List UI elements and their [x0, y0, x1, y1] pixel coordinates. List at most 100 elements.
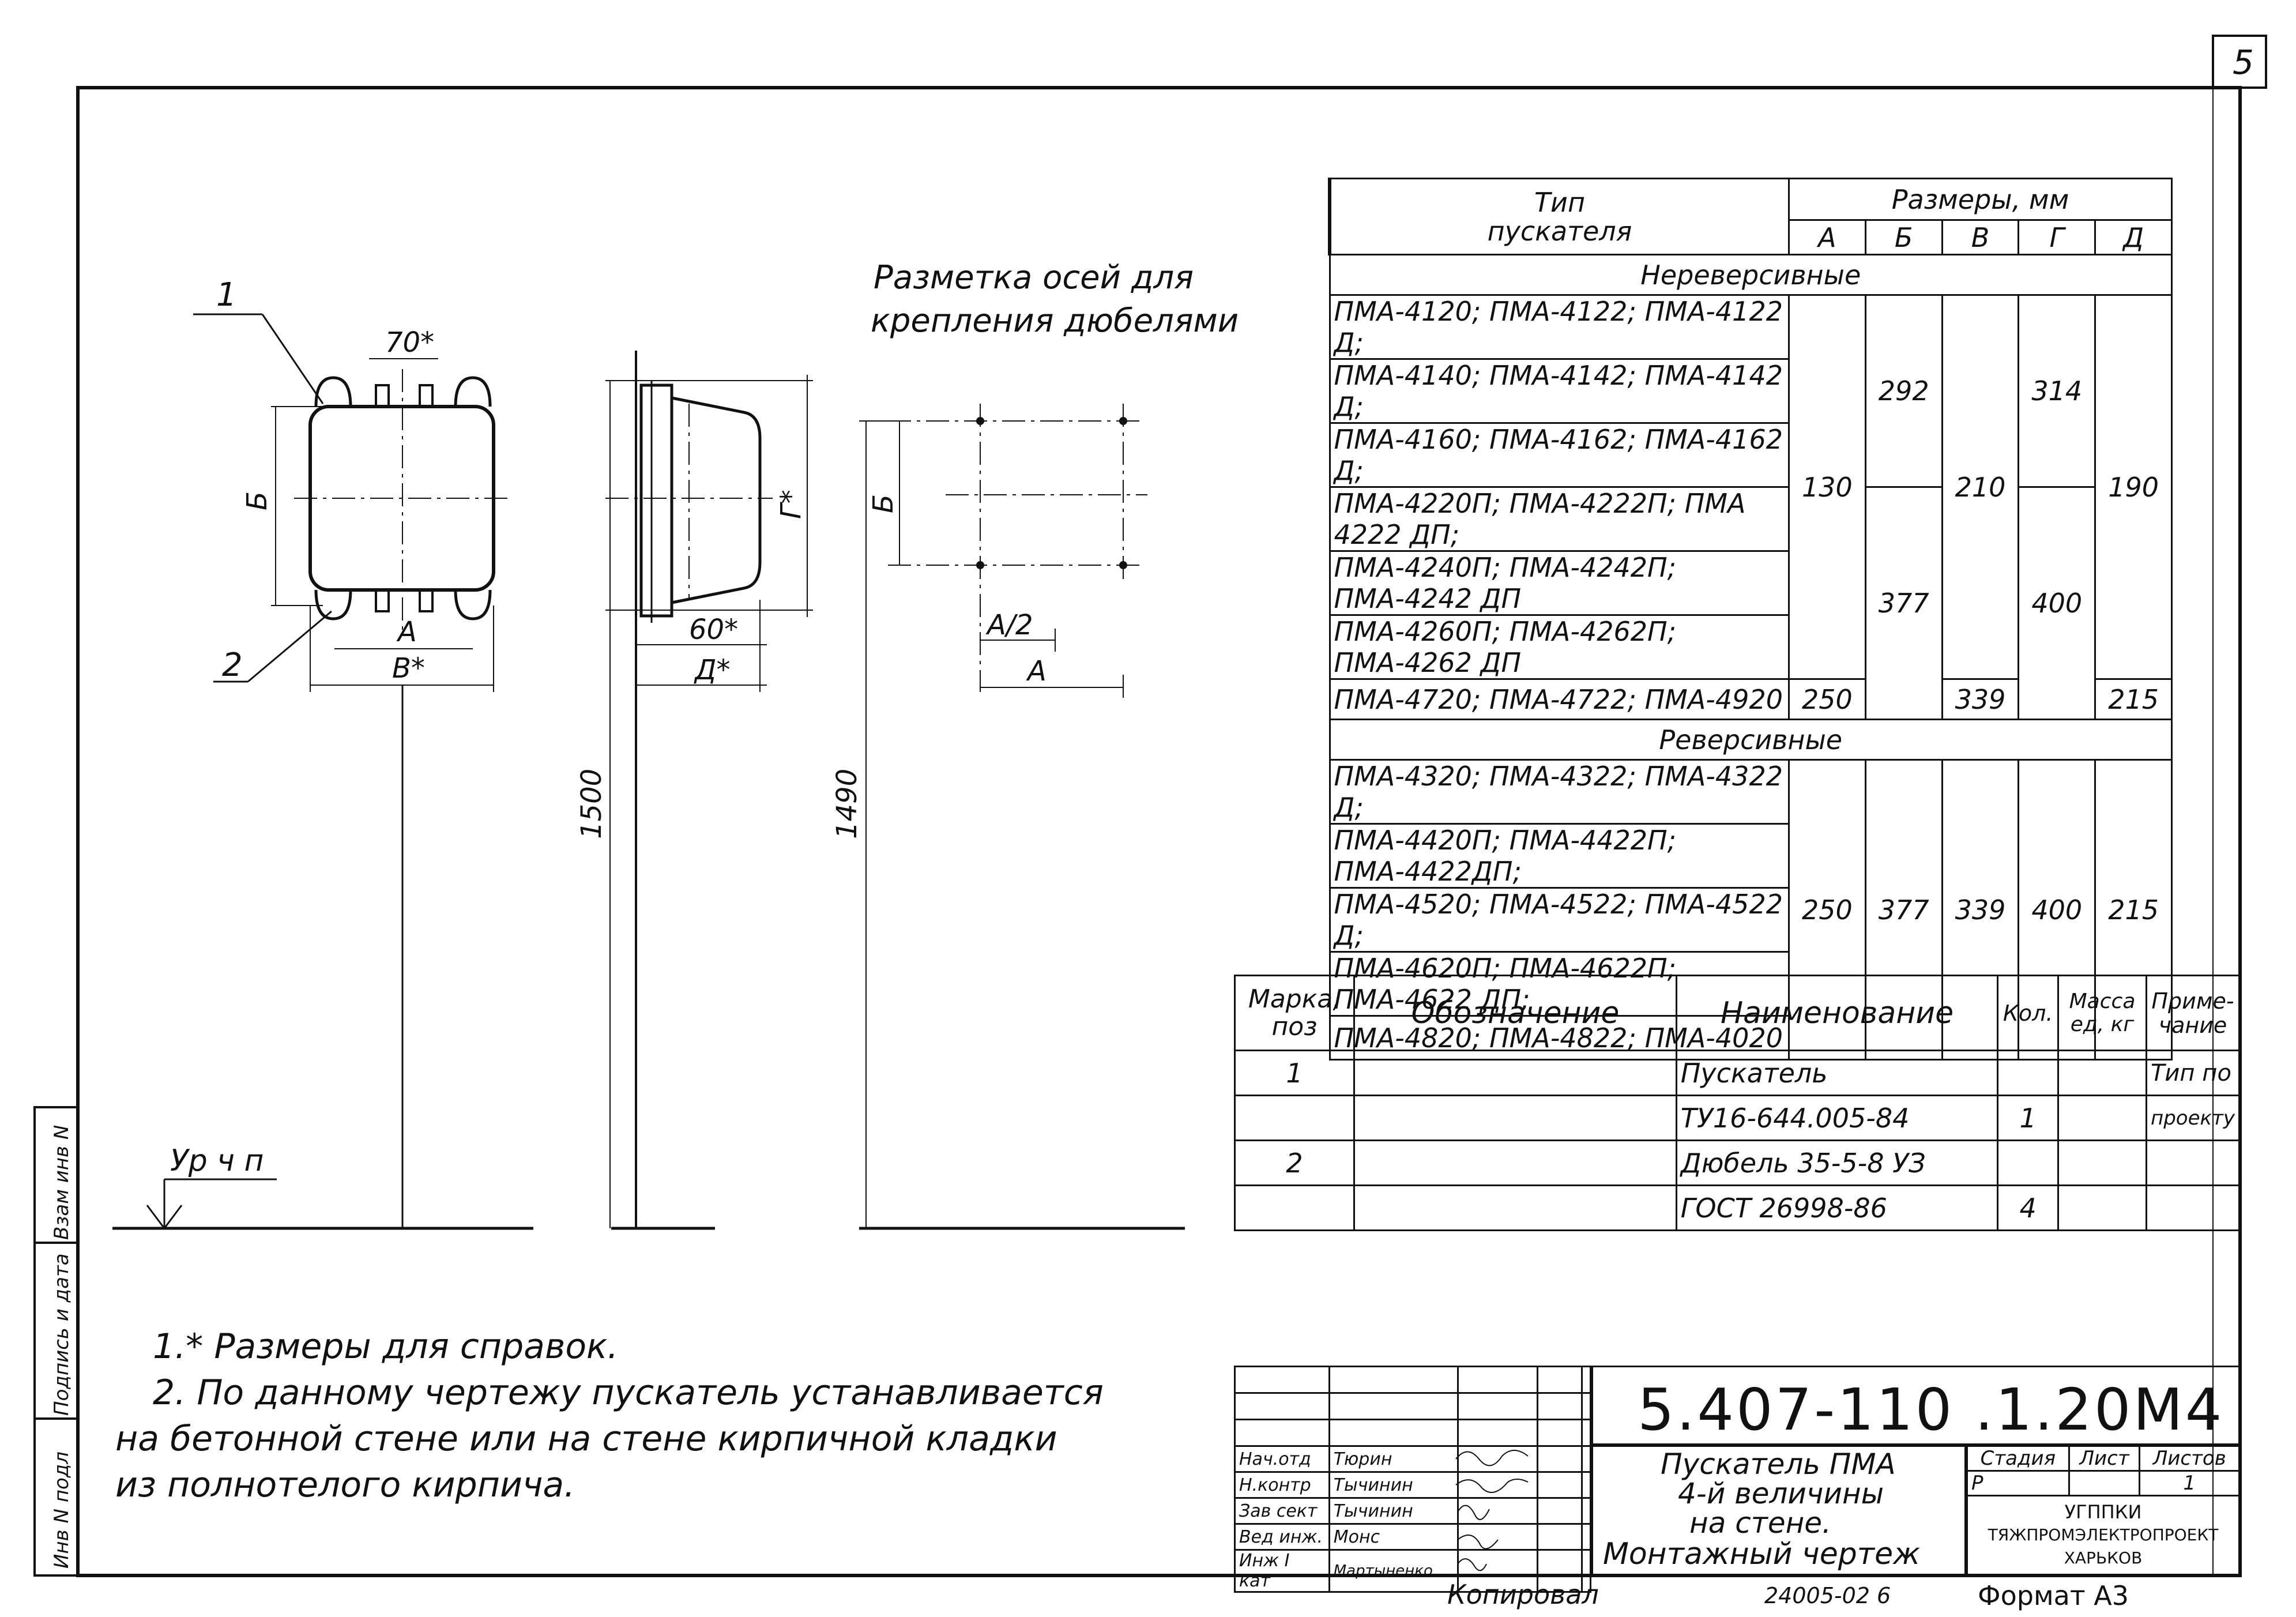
title-line-4: Монтажный чертеж: [1603, 1537, 1920, 1571]
person-name: Мартыненко: [1328, 1549, 1459, 1593]
value-250: 250: [1788, 678, 1866, 720]
value-190: 190: [2094, 294, 2173, 680]
spec-name: Пускатель: [1675, 1050, 1999, 1096]
section-nonreversible: Нереверсивные: [1328, 254, 2173, 296]
role-label: Зав сект: [1234, 1497, 1330, 1525]
table-row: ПМА-4420П; ПМА-4422П; ПМА-4422ДП;: [1328, 823, 1790, 889]
sheets-value: 1: [2139, 1470, 2240, 1496]
col-a: А: [1788, 219, 1866, 255]
value-210: 210: [1941, 294, 2020, 680]
note-2-line-a: 2. По данному чертежу пускатель устанавл…: [153, 1372, 1104, 1413]
dim-a-marking: А: [1026, 655, 1047, 687]
value-130: 130: [1788, 294, 1866, 680]
person-name: Тюрин: [1328, 1445, 1459, 1473]
role-label: Инж I кат: [1234, 1549, 1330, 1593]
role-label: Н.контр: [1234, 1471, 1330, 1499]
value-292: 292: [1864, 294, 1943, 488]
spec-pos: [1233, 1095, 1356, 1141]
dim-g: Г*: [775, 490, 807, 519]
spec-header-qty: Кол.: [1997, 975, 2060, 1051]
value-314: 314: [2018, 294, 2096, 488]
stage-value: Р: [1966, 1470, 2070, 1496]
spec-qty: 1: [1997, 1095, 2060, 1141]
title-line-1: Пускатель ПМА: [1661, 1447, 1896, 1481]
value-339: 339: [1941, 678, 2020, 720]
spec-header-designation: Обозначение: [1353, 975, 1677, 1051]
org-line-1: УГППКИ: [2064, 1501, 2142, 1523]
spec-note: [2146, 1184, 2240, 1231]
dim-b-front: Б: [241, 491, 273, 510]
table-row: ПМА-4520; ПМА-4522; ПМА-4522 Д;: [1328, 887, 1790, 953]
title-line-3: на стене.: [1689, 1506, 1831, 1540]
section-reversible: Реверсивные: [1328, 719, 2173, 761]
spec-name: ТУ16-644.005-84: [1675, 1095, 1999, 1141]
note-2-line-c: из полнотелого кирпича.: [115, 1465, 575, 1505]
stage-header: Стадия: [1966, 1445, 2070, 1472]
spec-header-note: Приме- чание: [2146, 975, 2240, 1051]
value-215: 215: [2094, 678, 2173, 720]
copied-label: Копировал: [1447, 1579, 1599, 1610]
col-v: В: [1941, 219, 2020, 255]
side-stamp: Взам инв N Подпись и дата Инв N подл: [33, 1106, 79, 1577]
starter-side-view: [605, 351, 813, 1228]
marking-title-1: Разметка осей для: [874, 259, 1194, 296]
role-label: Вед инж.: [1234, 1523, 1330, 1551]
value-400: 400: [2018, 486, 2096, 720]
dim-v-front: В*: [392, 652, 425, 685]
floor-level-label: Ур ч п: [170, 1144, 264, 1178]
callout-1: 1: [216, 276, 237, 314]
spec-note: проекту: [2146, 1095, 2240, 1141]
table-row: ПМА-4260П; ПМА-4262П; ПМА-4262 ДП: [1328, 614, 1790, 680]
spec-pos: [1233, 1184, 1356, 1231]
spec-header-mass: Масса ед, кг: [2057, 975, 2147, 1051]
spec-qty: [1997, 1050, 2060, 1096]
page-number: 5: [2233, 43, 2254, 82]
spec-note: Тип по: [2146, 1050, 2240, 1096]
callout-2: 2: [222, 646, 243, 684]
size-table-sizes-header: Размеры, мм: [1788, 178, 2173, 221]
axes-marking-view: [859, 404, 1147, 1228]
col-b: Б: [1864, 219, 1943, 255]
table-row: ПМА-4140; ПМА-4142; ПМА-4142 Д;: [1328, 358, 1790, 424]
spec-note: [2146, 1140, 2240, 1186]
table-row: ПМА-4160; ПМА-4162; ПМА-4162 Д;: [1328, 422, 1790, 488]
drawing-code: 5.407-110 .1.20М4: [1638, 1376, 2225, 1443]
side-replaced-label: Взам инв N: [50, 1125, 73, 1240]
dim-a-front: А: [396, 616, 417, 648]
table-row: ПМА-4220П; ПМА-4222П; ПМА 4222 ДП;: [1328, 486, 1790, 552]
spec-pos: 1: [1233, 1050, 1356, 1096]
floor-level: [112, 1178, 1185, 1230]
table-row: ПМА-4120; ПМА-4122; ПМА-4122 Д;: [1328, 294, 1790, 360]
org-line-3: ХАРЬКОВ: [2064, 1548, 2143, 1567]
size-table-type-header-2: пускателя: [1487, 215, 1632, 247]
note-1: 1.* Размеры для справок.: [153, 1326, 619, 1367]
table-row: ПМА-4320; ПМА-4322; ПМА-4322 Д;: [1328, 759, 1790, 825]
spec-header-mark: Марка, поз: [1233, 975, 1356, 1051]
specification-table: Марка, поз Обозначение Наименование Кол.…: [1233, 975, 2240, 1231]
dim-d: Д*: [694, 654, 731, 686]
sheet-frame: [76, 86, 2242, 1577]
person-name: Тычинин: [1328, 1497, 1459, 1525]
dim-70: 70*: [385, 326, 434, 359]
table-row: ПМА-4720; ПМА-4722; ПМА-4920: [1328, 678, 1790, 720]
note-2-line-b: на бетонной стене или на стене кирпичной…: [115, 1419, 1057, 1459]
value-377: 377: [1864, 486, 1943, 720]
sheets-header: Листов: [2139, 1445, 2240, 1472]
dim-1500: 1500: [575, 769, 608, 839]
spec-pos: 2: [1233, 1140, 1356, 1186]
col-d: Д: [2094, 219, 2173, 255]
dim-a-half: А/2: [985, 609, 1033, 641]
title-line-2: 4-й величины: [1678, 1477, 1884, 1510]
size-table-type-header-1: Тип: [1534, 186, 1586, 218]
spec-qty: 4: [1997, 1184, 2060, 1231]
dim-60: 60*: [689, 614, 738, 646]
side-inventory-label: Инв N подл: [50, 1451, 73, 1569]
role-label: Нач.отд: [1234, 1445, 1330, 1473]
dim-b-marking: Б: [867, 494, 899, 513]
table-row: ПМА-4240П; ПМА-4242П; ПМА-4242 ДП: [1328, 550, 1790, 616]
starter-size-table: Тип пускателя Размеры, мм А Б В Г Д Нере…: [1328, 178, 2173, 1061]
spec-header-name: Наименование: [1675, 975, 1999, 1051]
person-name: Тычинин: [1328, 1471, 1459, 1499]
spec-name: Дюбель 35-5-8 УЗ: [1675, 1140, 1999, 1186]
